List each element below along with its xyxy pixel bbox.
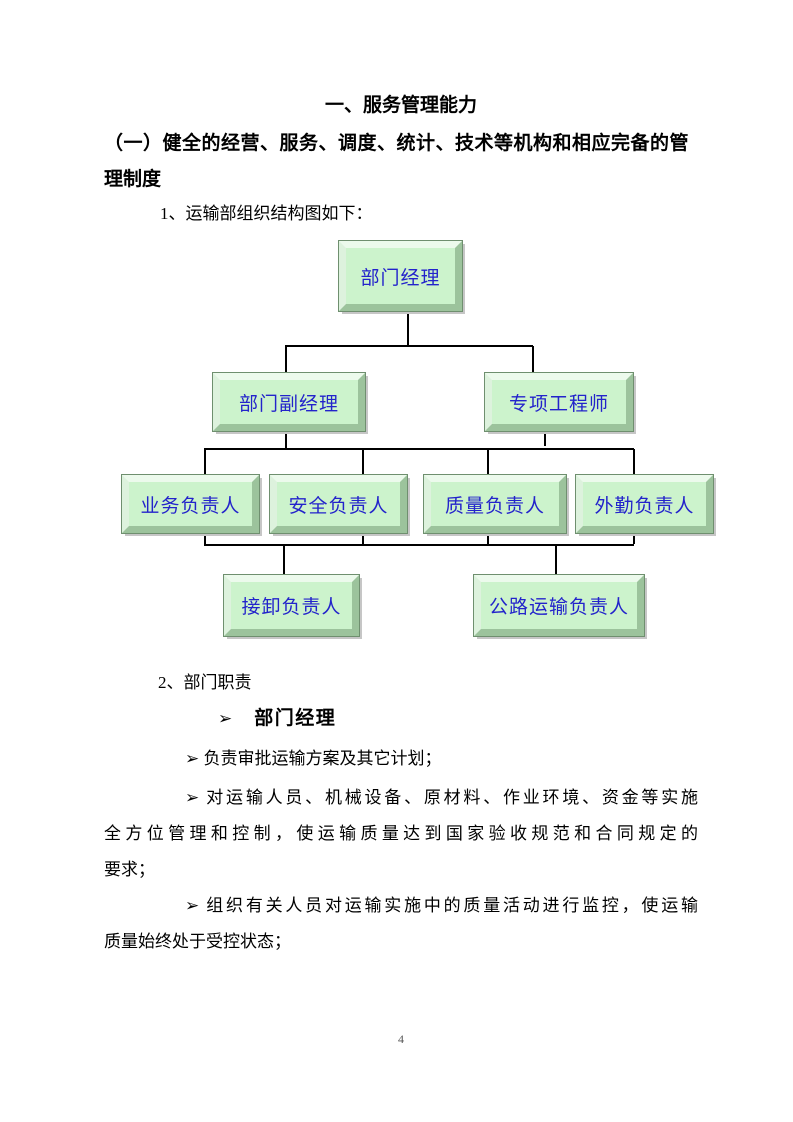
org-connector xyxy=(555,545,557,575)
section-heading-line2: 理制度 xyxy=(104,169,162,190)
org-node-field-lead: 外勤负责人 xyxy=(575,474,714,534)
org-node-business-lead: 业务负责人 xyxy=(121,474,260,534)
duty-item-line: 全方位管理和控制，使运输质量达到国家验收规范和合同规定的 xyxy=(104,824,698,843)
org-node-unloading-lead: 接卸负责人 xyxy=(223,574,360,637)
org-node-deputy-manager: 部门副经理 xyxy=(212,372,366,432)
duties-section-label: 2、部门职责 xyxy=(158,673,252,692)
org-connector xyxy=(362,449,364,475)
page-number: 4 xyxy=(398,1032,404,1046)
page-title: 一、服务管理能力 xyxy=(324,95,477,116)
org-connector xyxy=(204,448,634,450)
org-connector xyxy=(283,545,285,575)
org-connector xyxy=(204,449,206,475)
org-connector xyxy=(362,533,364,544)
org-node-department-manager: 部门经理 xyxy=(338,240,463,312)
section-heading-line1: （一）健全的经营、服务、调度、统计、技术等机构和相应完备的管 xyxy=(104,133,690,154)
duties-role-heading-label: 部门经理 xyxy=(254,708,337,729)
org-connector xyxy=(487,533,489,544)
org-chart-intro: 1、运输部组织结构图如下： xyxy=(160,204,373,223)
org-connector xyxy=(204,533,206,544)
org-connector xyxy=(204,544,634,546)
org-connector xyxy=(487,449,489,475)
org-connector xyxy=(544,431,546,446)
arrowhead-bullet-icon: ➢ xyxy=(218,709,233,728)
org-connector xyxy=(633,533,635,544)
org-connector xyxy=(285,431,287,448)
org-connector xyxy=(407,311,409,345)
duty-item-line: ➢ 对运输人员、机械设备、原材料、作业环境、资金等实施 xyxy=(185,788,698,807)
duty-item-line: 要求； xyxy=(104,860,155,879)
org-connector xyxy=(532,346,534,373)
org-connector xyxy=(285,345,533,347)
org-node-safety-lead: 安全负责人 xyxy=(269,474,408,534)
org-connector xyxy=(633,449,635,475)
duties-role-heading: ➢ 部门经理 xyxy=(218,708,336,730)
org-node-quality-lead: 质量负责人 xyxy=(423,474,567,534)
org-connector xyxy=(285,346,287,373)
org-node-road-transport-lead: 公路运输负责人 xyxy=(473,574,645,637)
duty-item-line: ➢ 负责审批运输方案及其它计划； xyxy=(185,749,442,768)
duty-item-line: ➢ 组织有关人员对运输实施中的质量活动进行监控，使运输 xyxy=(185,896,698,915)
duty-item-line: 质量始终处于受控状态； xyxy=(104,932,291,951)
org-node-special-engineer: 专项工程师 xyxy=(484,372,634,432)
